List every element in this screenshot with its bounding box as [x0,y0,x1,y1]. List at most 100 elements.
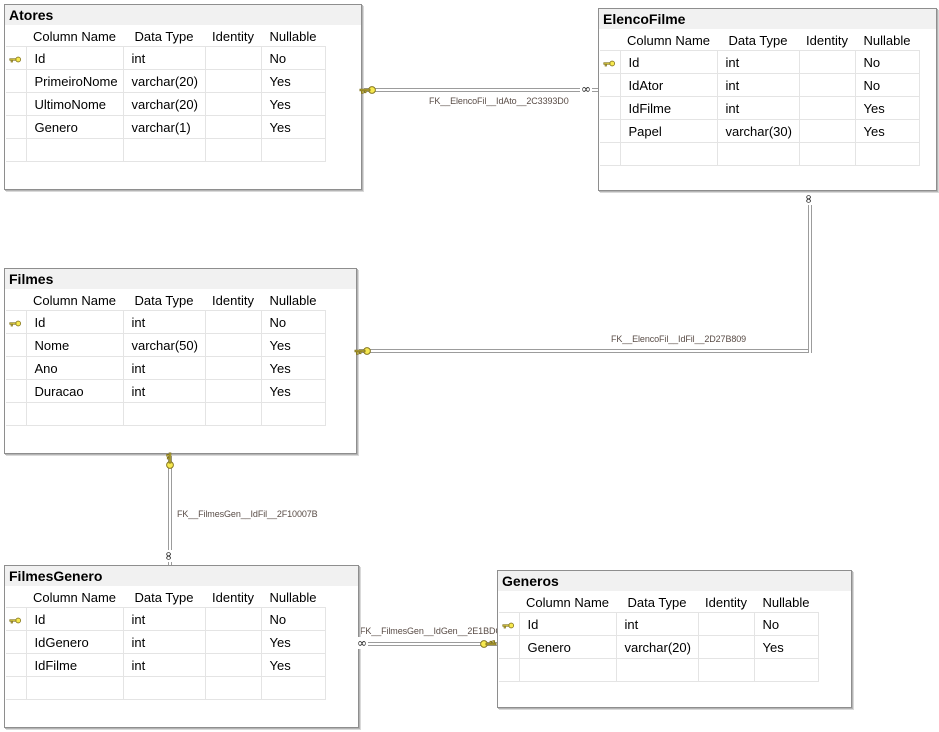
relationship-line-filmes-elencofilme-elbow[interactable] [808,191,812,353]
grid-cell: Duracao [25,379,124,403]
table-title[interactable]: ElencoFilme [599,9,936,29]
infinity-icon: ∞ [580,82,592,96]
table-row[interactable] [6,138,326,162]
table-row[interactable] [6,402,326,426]
relationship-line-filmes-filmesgenero[interactable] [168,454,172,565]
row-selector[interactable] [600,119,621,143]
grid-cell [697,612,755,636]
table-row[interactable] [499,658,819,682]
grid-cell [122,676,206,700]
row-selector-header [600,30,620,51]
row-selector[interactable] [6,115,27,139]
key-icon [165,452,175,470]
row-selector[interactable] [499,635,520,659]
row-selector[interactable] [6,402,27,426]
row-selector-primary-key[interactable] [6,607,27,631]
grid-cell: varchar(20) [122,69,206,93]
grid-cell: int [122,607,206,631]
grid-cell: Nome [25,333,124,357]
grid-cell [798,96,856,120]
table-title[interactable]: FilmesGenero [5,566,358,586]
row-selector-primary-key[interactable] [6,46,27,70]
grid-cell [204,310,262,334]
row-selector[interactable] [6,138,27,162]
grid-cell: No [854,73,920,97]
row-selector[interactable] [6,630,27,654]
grid-cell: int [615,612,699,636]
grid-header-cell: Data Type [123,26,205,47]
grid-cell: varchar(30) [716,119,800,143]
row-selector[interactable] [600,142,621,166]
row-selector-header [6,290,26,311]
row-selector[interactable] [6,676,27,700]
grid-cell: No [260,310,326,334]
table-row[interactable] [600,142,920,166]
grid-cell [260,676,326,700]
relationship-line-filmes-elencofilme[interactable] [355,349,808,353]
relationship-line-filmesgenero-generos[interactable] [357,642,497,646]
row-selector[interactable] [6,356,27,380]
row-selector[interactable] [600,73,621,97]
relationship-line-atores-elencofilme[interactable] [360,88,598,92]
grid-cell: Papel [619,119,718,143]
row-selector[interactable] [6,333,27,357]
table-row[interactable] [6,676,326,700]
grid-cell [122,138,206,162]
grid-cell: varchar(50) [122,333,206,357]
row-selector[interactable] [600,96,621,120]
grid-header-cell: Column Name [26,26,123,47]
grid-cell: Yes [260,115,326,139]
infinity-icon: ∞ [356,636,368,650]
grid-cell [204,333,262,357]
grid-header-cell: Identity [799,30,855,51]
row-selector[interactable] [6,653,27,677]
grid-cell: int [122,630,206,654]
grid-cell: varchar(1) [122,115,206,139]
grid-header-cell: Column Name [519,592,616,613]
grid-cell: No [854,50,920,74]
row-selector-primary-key[interactable] [600,50,621,74]
grid-cell [798,73,856,97]
row-selector[interactable] [6,69,27,93]
table-title[interactable]: Atores [5,5,361,25]
row-selector[interactable] [499,658,520,682]
grid-cell [25,402,124,426]
table-title[interactable]: Filmes [5,269,356,289]
grid-cell: Genero [518,635,617,659]
row-selector[interactable] [6,92,27,116]
grid-cell: Yes [260,630,326,654]
grid-cell [25,138,124,162]
grid-cell: Yes [260,356,326,380]
row-selector-primary-key[interactable] [6,310,27,334]
row-selector-primary-key[interactable] [499,612,520,636]
table-title[interactable]: Generos [498,571,851,591]
grid-cell: IdGenero [25,630,124,654]
row-selector[interactable] [6,379,27,403]
grid-header-cell: Data Type [123,587,205,608]
